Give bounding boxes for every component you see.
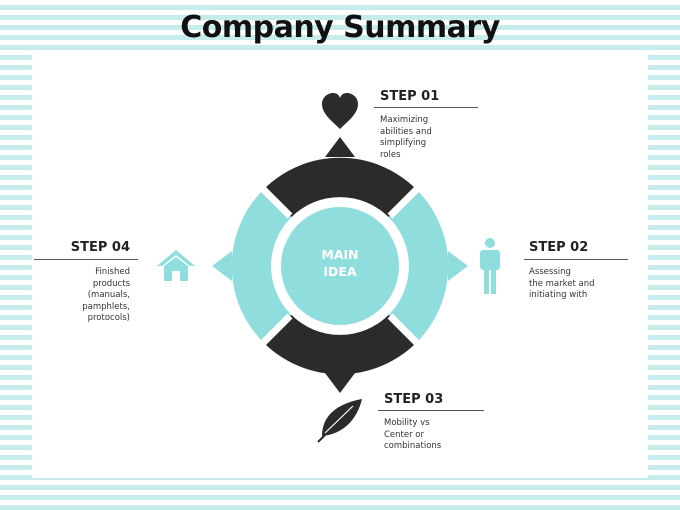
step-04-description: Finished products (manuals, pamphlets, p… — [82, 267, 130, 323]
arrow-right — [448, 251, 468, 281]
step-01-title: STEP 01 — [380, 89, 440, 104]
arrow-left — [212, 251, 232, 281]
home-icon — [157, 250, 195, 281]
step-02-description: Assessing the market and initiating with — [529, 267, 595, 300]
step-03-rule — [378, 410, 484, 411]
step-03-description: Mobility vs Center or combinations — [384, 418, 442, 451]
step-02-title: STEP 02 — [529, 240, 589, 255]
leaf-icon — [317, 399, 362, 443]
page-title: Company Summary — [180, 10, 500, 45]
segment-gaps — [259, 185, 421, 347]
segment-left — [231, 189, 292, 343]
heart-icon — [322, 93, 358, 129]
segment-top — [263, 157, 417, 218]
arrow-top — [325, 137, 355, 157]
step-04-title: STEP 04 — [70, 240, 130, 255]
segment-bottom — [263, 314, 417, 375]
center-label: MAIN IDEA — [290, 246, 390, 280]
center-circle — [281, 207, 399, 325]
center-label-line2: IDEA — [323, 264, 357, 279]
step-03-title: STEP 03 — [384, 392, 444, 407]
step-04-rule — [34, 259, 138, 260]
person-icon — [480, 238, 500, 294]
center-label-line1: MAIN — [321, 247, 359, 262]
arrow-bottom — [325, 373, 355, 393]
step-01-description: Maximizing abilities and simplifying rol… — [380, 115, 432, 160]
segment-right — [388, 189, 449, 343]
step-02-rule — [524, 259, 628, 260]
step-01-rule — [374, 107, 478, 108]
